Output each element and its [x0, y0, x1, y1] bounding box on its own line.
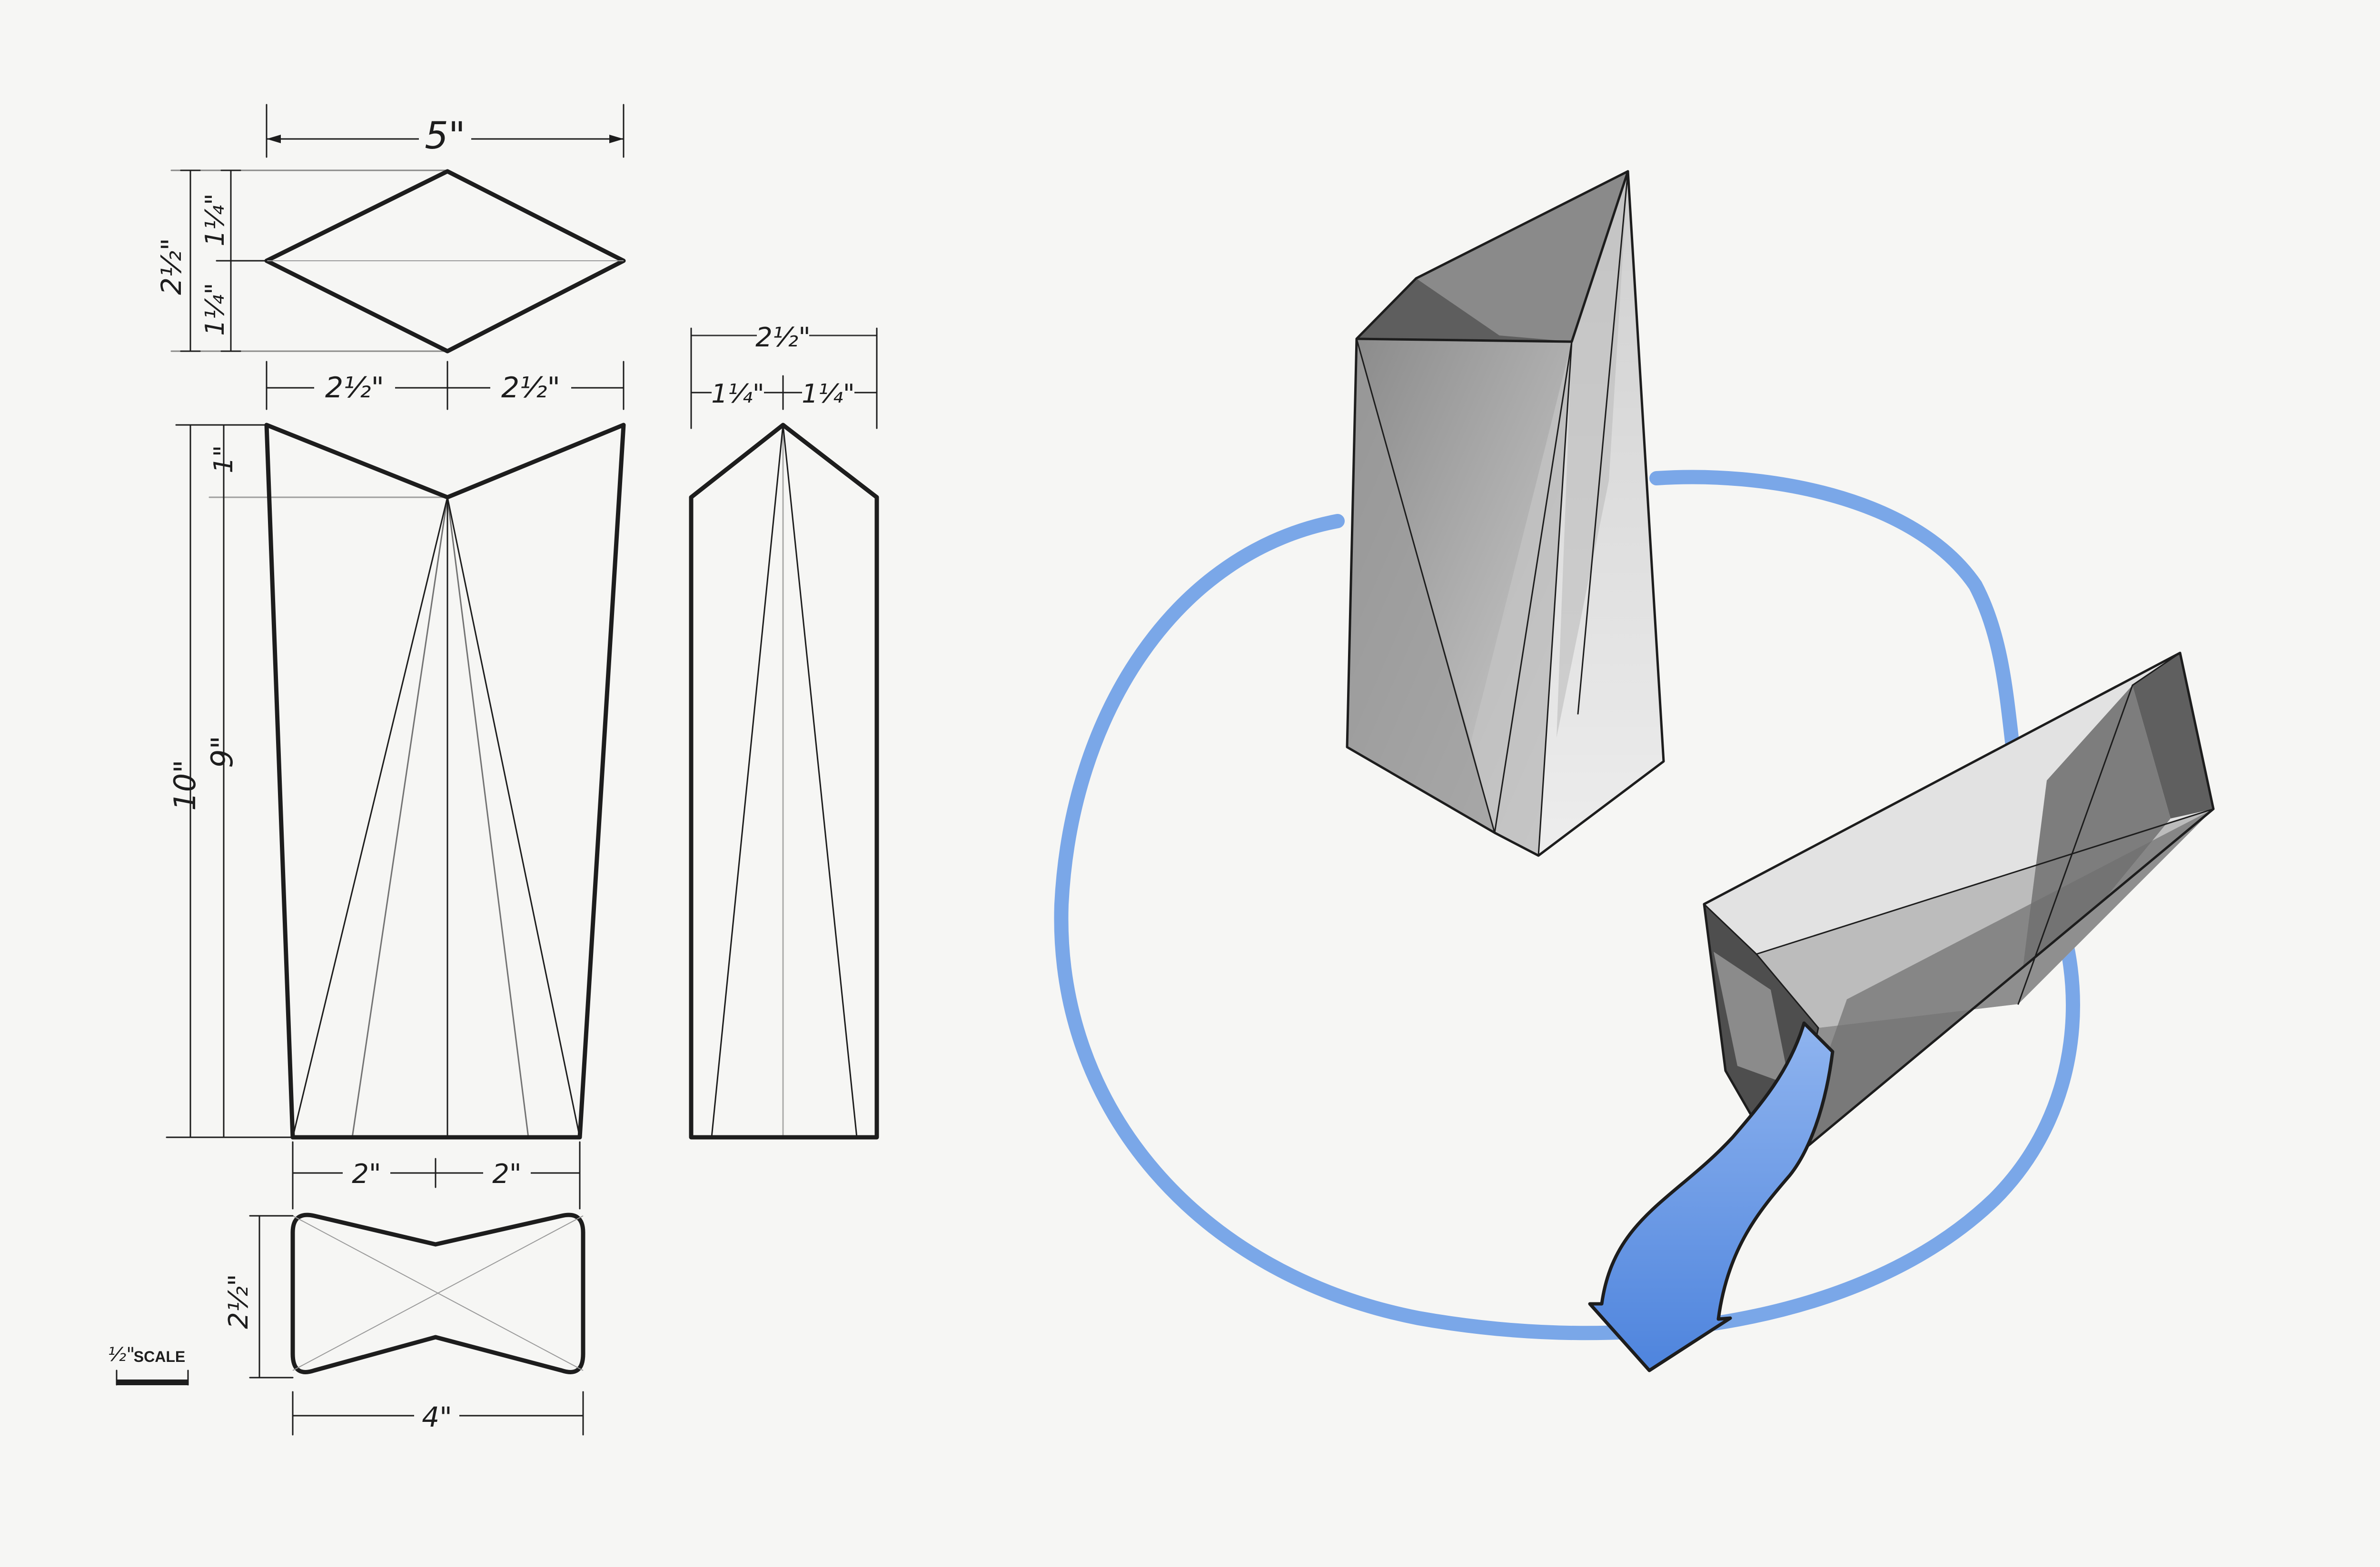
perspective-rendering [1054, 170, 2215, 1372]
upright-folded-vase-icon [1346, 170, 1665, 857]
front-view-outline [264, 423, 626, 1140]
blue-pour-arrow-icon [1588, 1021, 1835, 1372]
pour-vase-top-face [1704, 653, 2213, 954]
orthographic-views: 5" 2½" 1¼" 1¼" 2½" 2½" [108, 104, 879, 1436]
front-view: 10" 1" 9" [166, 423, 626, 1140]
top-view-width-left-label: 2½" [325, 371, 384, 404]
arrowhead [609, 135, 624, 143]
bottom-view-height-label: 2½" [223, 1274, 254, 1329]
top-view-height-total-label: 2½" [155, 238, 188, 295]
scale-label: SCALE [134, 1348, 185, 1365]
front-view-fold-left [292, 496, 448, 1138]
front-view-fold-right [446, 496, 581, 1138]
front-view-fold-inner-right [446, 496, 529, 1138]
side-view: 2½" 1¼" 1¼" [689, 318, 879, 1140]
blue-ellipse-icon [1054, 470, 2080, 1340]
side-view-width-total-label: 2½" [755, 322, 811, 353]
front-view-notch-label: 1" [208, 445, 238, 473]
side-view-width-left-label: 1¼" [711, 379, 764, 409]
scale-value: ½" [108, 1344, 135, 1366]
arrowhead [267, 135, 281, 143]
front-view-height-total-label: 10" [168, 759, 202, 810]
top-view-height-upper-label: 1¼" [200, 193, 230, 246]
bottom-view: 2" 2" 2½" 4" [223, 1141, 585, 1436]
scale-note: ½" SCALE [108, 1344, 189, 1386]
side-view-fold-left [711, 424, 784, 1138]
top-view-height-lower-label: 1¼" [200, 283, 230, 336]
front-view-body-label: 9" [205, 736, 239, 768]
top-view-width-right-label: 2½" [501, 371, 560, 404]
side-view-fold-right [782, 424, 858, 1138]
side-view-width-right-label: 1¼" [802, 379, 855, 409]
front-view-fold-inner-left [351, 496, 448, 1138]
bottom-view-width-left-label: 2" [352, 1159, 381, 1190]
construction-line [292, 1215, 584, 1371]
top-view: 5" 2½" 1¼" 1¼" 2½" 2½" [155, 104, 626, 410]
bottom-view-outline [290, 1212, 585, 1374]
top-view-width-total-label: 5" [425, 115, 466, 158]
bottom-view-width-right-label: 2" [492, 1159, 521, 1190]
tipped-pouring-vase-icon [1703, 651, 2215, 1163]
bottom-view-width-total-label: 4" [422, 1401, 452, 1433]
side-view-outline [689, 423, 879, 1140]
